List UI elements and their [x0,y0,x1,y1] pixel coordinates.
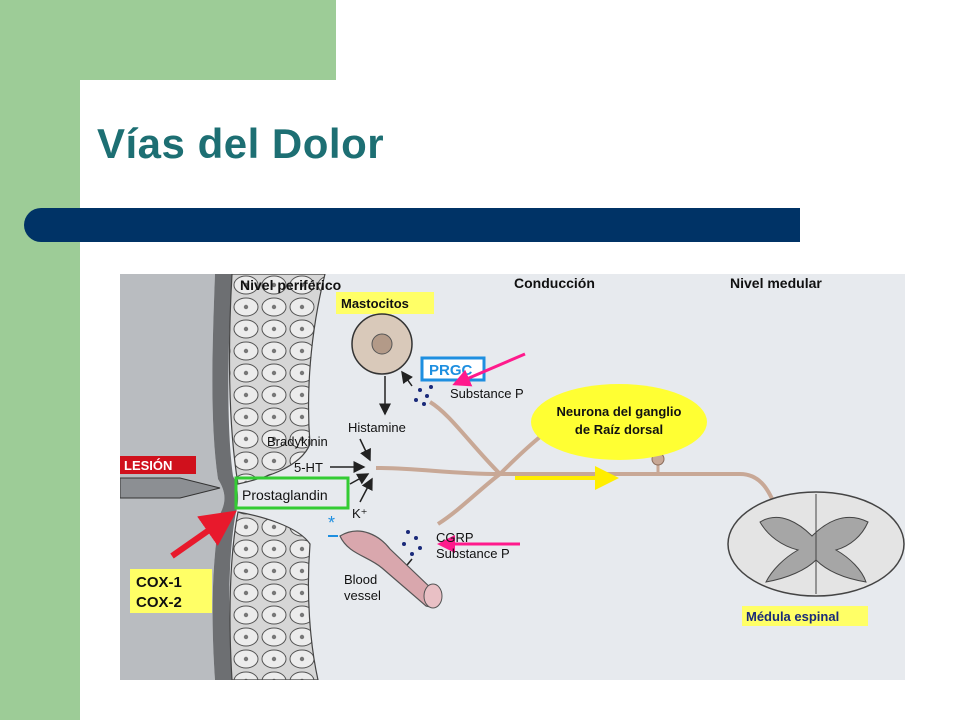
skin-cell-layer [228,274,326,485]
title-rule-bar [24,208,800,242]
mastocitos-label: Mastocitos [341,296,409,311]
blood-vessel-end [423,583,443,609]
prostaglandin-box [234,476,350,510]
skin-outer-layer [120,274,225,680]
blood-vessel-label-1: Blood [344,572,377,587]
nerve-branch-top [428,400,502,476]
histamine-to-nerve-arrow [359,438,371,462]
medula-label: Médula espinal [746,609,839,624]
prgc-label: PRGC [429,362,473,379]
nerve-branch-bottom [436,472,502,526]
substance-p-top: Substance P [450,386,524,401]
five-ht-label: 5-HT [294,460,323,475]
prgc-pink-arrow [452,352,526,387]
cox-red-arrow [170,510,237,559]
mast-cell-nucleus [371,333,393,355]
cox1-label: COX-1 [136,574,182,591]
header-conduction: Conducción [514,275,595,291]
neurotransmitter-dots-bottom [402,530,422,556]
top-green-block [80,0,336,80]
header-peripheral: Nivel periférico [240,277,341,293]
bradykinin-label: Bradykinin [267,434,328,449]
skin-epidermis-band [212,274,239,680]
cox-label-box [130,569,212,613]
medula-label-box [742,606,868,626]
lesion-label-box [120,456,196,474]
potassium-label: K⁺ [352,506,368,521]
skin-cell-layer-lower [229,511,319,680]
neuron-label-line2: de Raíz dorsal [575,422,663,437]
lesion-blade [120,477,221,499]
neuron-label-line1: Neurona del ganglio [557,404,682,419]
slide-title: Vías del Dolor [97,120,385,167]
substance-p-bottom: Substance P [436,546,510,561]
prostaglandin-label: Prostaglandin [242,487,328,503]
neuron-ellipse [531,384,707,460]
blue-asterisk: * [328,513,335,533]
mastocitos-label-box [336,292,434,314]
lesion-label: LESIÓN [124,458,172,473]
pain-pathway-figure: LESIÓN Nivel periférico Conducción Nivel… [120,274,905,680]
potassium-arrow [359,477,373,503]
header-spinal: Nivel medular [730,275,822,291]
spinal-grey-matter [759,517,869,583]
cox2-label: COX-2 [136,594,182,611]
mast-release-arrow [401,370,413,387]
cgrp-label: CGRP [436,530,474,545]
left-green-bar [0,0,80,720]
histamine-label: Histamine [348,420,406,435]
neurotransmitter-dots-top [414,385,433,406]
prostaglandin-arrow [349,473,370,485]
blood-vessel-label-2: vessel [344,588,381,603]
